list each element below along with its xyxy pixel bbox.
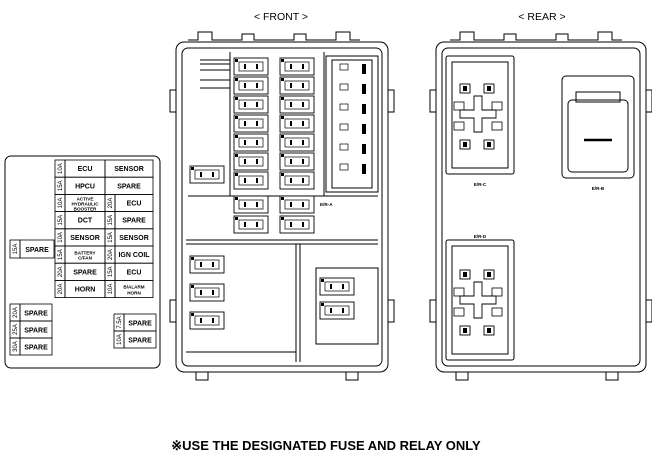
fuse-slot [233, 95, 269, 114]
legend-amp: 15A [108, 266, 114, 277]
fuse-slot [279, 195, 315, 214]
fuse-slot [233, 76, 269, 95]
rear-view-header: < REAR > [518, 11, 565, 23]
legend-label: SENSOR [119, 235, 149, 242]
legend-label: SPARE [117, 183, 141, 190]
legend-row: 20A SPARE 15A ECU [54, 262, 154, 281]
legend-label: SPARE [122, 218, 146, 225]
legend-amp: 10A [108, 284, 114, 295]
fuse-slot [189, 283, 225, 302]
fuse-slot [233, 114, 269, 133]
legend-label: IGN COIL [118, 252, 150, 259]
legend-label: SPARE [24, 328, 48, 335]
fuse-slot [279, 152, 315, 171]
relay-label-erc: E/R-C [474, 182, 487, 187]
legend-label: SENSOR [70, 235, 100, 242]
fuse-slot [189, 311, 225, 330]
legend-label: SPARE [24, 345, 48, 352]
fuse-slot [233, 171, 269, 190]
legend-label: SENSOR [114, 166, 144, 173]
fuse-slot [189, 255, 225, 274]
legend-amp: 15A [58, 180, 64, 191]
relay-label-era: E/R-A [320, 202, 333, 207]
legend-amp: 15A [108, 215, 114, 226]
relay-label-erb: E/R-B [592, 186, 605, 191]
legend-row: 15A HPCU SPARE [54, 176, 154, 195]
legend-label: SPARE [128, 321, 152, 328]
legend-amp: 20A [13, 307, 19, 318]
legend-label: SPARE [24, 311, 48, 318]
front-view-header: < FRONT > [254, 11, 308, 23]
fuse-slot [279, 95, 315, 114]
legend-row: 15A DCT 15A SPARE [54, 211, 154, 230]
fuse-slot [233, 133, 269, 152]
legend-label: SPARE [25, 247, 49, 254]
footer-notice: ※USE THE DESIGNATED FUSE AND RELAY ONLY [171, 438, 481, 453]
fuse-slot [279, 114, 315, 133]
fuse-slot [279, 133, 315, 152]
legend-label: BOOSTER [74, 207, 97, 212]
legend-amp: 10A [58, 163, 64, 174]
fuse-slot [233, 195, 269, 214]
relay-label-erd: E/R-D [474, 234, 487, 239]
legend-label: DCT [78, 218, 93, 225]
legend-amp: 10A [58, 198, 64, 209]
fuse-slot [319, 301, 355, 320]
legend-amp: 25A [13, 324, 19, 335]
legend-label: HYDRAULIC [71, 202, 99, 207]
legend-bottom-left-fuses: 20A SPARE 25A SPARE 30A SPARE [9, 303, 53, 356]
legend-label: C/FAN [78, 256, 92, 261]
front-view [169, 31, 395, 381]
fuse-slot [319, 277, 355, 296]
legend-label: BATTERY [74, 251, 95, 256]
legend-amp: 20A [108, 249, 114, 260]
legend-label: SPARE [128, 338, 152, 345]
legend-row: 10A ECU SENSOR [54, 159, 154, 178]
legend-label: B/ALARM [123, 285, 144, 290]
fuse-slot [233, 215, 269, 234]
legend-amp: 15A [58, 215, 64, 226]
fuse-slot [189, 165, 225, 184]
fuse-slot [233, 57, 269, 76]
legend-amp: 10A [117, 334, 123, 345]
legend-row: 10A SENSOR 15A SENSOR [54, 228, 154, 247]
legend-amp: 30A [13, 341, 19, 352]
relay-pin-set [453, 83, 503, 150]
rear-view [429, 31, 652, 381]
legend-label: ECU [78, 166, 93, 173]
fuse-slot [279, 171, 315, 190]
legend-label: SPARE [73, 269, 97, 276]
legend-amp: 20A [58, 284, 64, 295]
legend-bottom-right-fuses: 7.5A SPARE 10A SPARE [113, 313, 157, 349]
legend-label: HPCU [75, 183, 95, 190]
legend-amp: 20A [108, 198, 114, 209]
legend-amp: 20A [58, 266, 64, 277]
legend-amp: 10A [58, 232, 64, 243]
rear-relay-pins [453, 83, 503, 336]
front-fuse-slots [189, 57, 366, 330]
legend-amp: 15A [13, 244, 19, 255]
legend-label: ACTIVE [77, 197, 94, 202]
legend-label: ECU [127, 201, 142, 208]
legend-single-fuse: 15A SPARE [9, 239, 55, 259]
fuse-slot [279, 215, 315, 234]
fuse-slot [233, 152, 269, 171]
fuse-slot [279, 76, 315, 95]
legend-label: HORN [75, 287, 96, 294]
legend-amp: 7.5A [117, 316, 123, 328]
legend-label: ECU [127, 269, 142, 276]
relay-pin-set [453, 269, 503, 336]
legend-amp: 15A [58, 249, 64, 260]
fuse-legend-panel: 10A ECU SENSOR 15A HPCU SPARE 10A ACTIVEHYDRAUL… [4, 155, 161, 369]
fuse-slot [279, 57, 315, 76]
legend-label: HORN [127, 290, 141, 295]
legend-amp: 15A [108, 232, 114, 243]
legend-grid: 10A ECU SENSOR 15A HPCU SPARE 10A ACTIVEHYDRAUL… [54, 159, 154, 298]
